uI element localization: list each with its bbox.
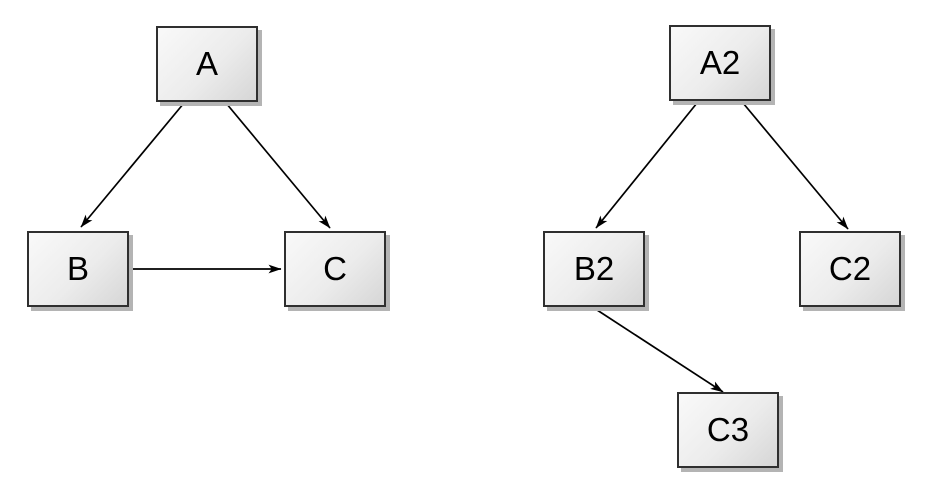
node-C-label: C: [323, 250, 347, 287]
node-B[interactable]: B: [27, 231, 129, 307]
edge-A2-B2: [595, 102, 698, 229]
edge-B2-C3: [593, 307, 724, 393]
node-A2[interactable]: A2: [669, 25, 771, 101]
node-C[interactable]: C: [284, 231, 386, 307]
node-A-label: A: [195, 45, 218, 82]
edge-A-C: [225, 102, 331, 229]
node-B2-label: B2: [573, 250, 615, 287]
node-B-label: B: [66, 250, 89, 287]
node-C2-label: C2: [828, 250, 872, 287]
node-C3-label: C3: [706, 411, 750, 448]
node-B2[interactable]: B2: [543, 231, 645, 307]
edge-A-B: [80, 102, 185, 228]
node-C3[interactable]: C3: [677, 392, 779, 468]
node-A[interactable]: A: [156, 26, 258, 102]
node-A2-label: A2: [699, 44, 741, 81]
node-C2[interactable]: C2: [799, 231, 901, 307]
edge-A2-C2: [742, 102, 849, 230]
